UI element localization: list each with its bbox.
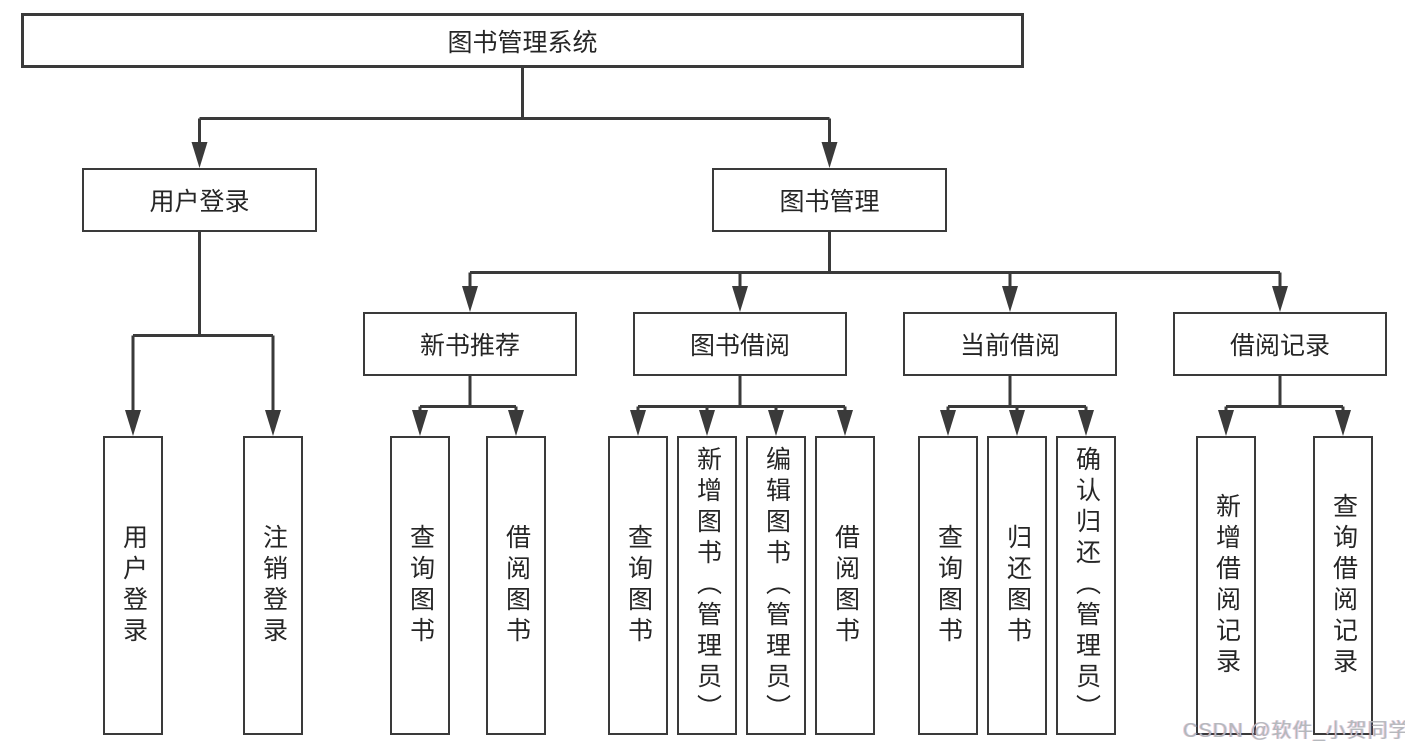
node-label: 图书管理系统 — [447, 28, 598, 57]
leaf-br-add-record: 新增借阅记录 — [1196, 436, 1256, 735]
node-user-login: 用户登录 — [82, 168, 317, 232]
node-book-management: 图书管理 — [712, 168, 947, 232]
leaf-logout: 注销登录 — [243, 436, 303, 735]
leaf-cb-confirm-return-admin: 确认归还（管理员） — [1056, 436, 1116, 735]
node-borrow-records: 借阅记录 — [1173, 312, 1387, 376]
node-label: 确认归还（管理员） — [1072, 446, 1101, 725]
node-library-system: 图书管理系统 — [21, 13, 1024, 68]
leaf-bb-edit-books-admin: 编辑图书（管理员） — [746, 436, 806, 735]
node-label: 借阅图书 — [502, 523, 531, 648]
leaf-nbr-borrow-books: 借阅图书 — [486, 436, 546, 735]
leaf-user-login: 用户登录 — [103, 436, 163, 735]
node-label: 用户登录 — [149, 188, 250, 216]
node-new-book-recommend: 新书推荐 — [363, 312, 577, 376]
node-label: 查询图书 — [934, 523, 963, 648]
node-label: 新书推荐 — [419, 332, 520, 360]
node-label: 借阅图书 — [831, 523, 860, 648]
node-label: 编辑图书（管理员） — [762, 446, 791, 725]
node-label: 新增借阅记录 — [1212, 492, 1241, 679]
leaf-bb-query-books: 查询图书 — [608, 436, 668, 735]
node-label: 借阅记录 — [1229, 332, 1330, 360]
leaf-cb-return-books: 归还图书 — [987, 436, 1047, 735]
node-label: 当前借阅 — [959, 332, 1060, 360]
leaf-cb-query-books: 查询图书 — [918, 436, 978, 735]
watermark-csdn: CSDN @软件_小贺同学 — [1183, 720, 1405, 742]
leaf-bb-borrow-books: 借阅图书 — [815, 436, 875, 735]
node-label: 查询图书 — [624, 523, 653, 648]
node-label: 新增图书（管理员） — [693, 446, 722, 725]
node-current-borrowing: 当前借阅 — [903, 312, 1117, 376]
leaf-br-query-record: 查询借阅记录 — [1313, 436, 1373, 735]
node-label: 图书管理 — [779, 188, 880, 216]
node-label: 查询图书 — [406, 523, 435, 648]
node-label: 注销登录 — [259, 523, 288, 648]
node-label: 图书借阅 — [689, 332, 790, 360]
leaf-nbr-query-books: 查询图书 — [390, 436, 450, 735]
leaf-bb-add-books-admin: 新增图书（管理员） — [677, 436, 737, 735]
node-label: 用户登录 — [119, 523, 148, 648]
node-label: 查询借阅记录 — [1329, 492, 1358, 679]
node-book-borrowing: 图书借阅 — [633, 312, 847, 376]
node-label: 归还图书 — [1003, 523, 1032, 648]
